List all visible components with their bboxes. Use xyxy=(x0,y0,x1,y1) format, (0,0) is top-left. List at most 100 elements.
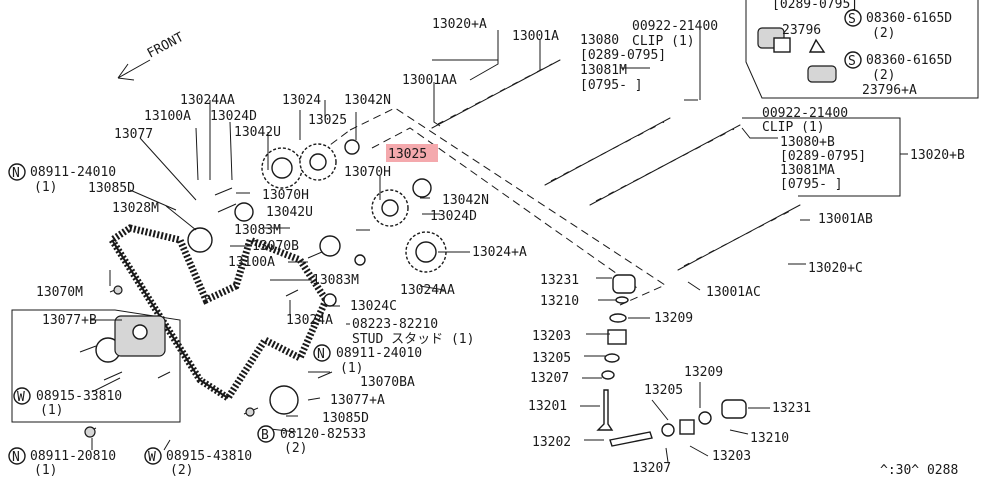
label-13210-b: 13210 xyxy=(750,431,789,446)
label-13207-b: 13207 xyxy=(632,461,671,476)
label-08911-c-qty: (1) xyxy=(34,463,57,478)
label-13042U-mid: 13042U xyxy=(266,205,313,220)
b-symbol-icon: B xyxy=(257,425,275,443)
n-symbol-a: N xyxy=(12,166,20,181)
label-13024: 13024 xyxy=(282,93,321,108)
label-13001AC: 13001AC xyxy=(706,285,761,300)
label-08911-a: 08911-24010 xyxy=(30,165,116,180)
label-13020A: 13020+A xyxy=(432,17,487,32)
label-23796: 23796 xyxy=(782,23,821,38)
label-13210-a: 13210 xyxy=(540,294,579,309)
label-13024A-low: 13024A xyxy=(286,313,333,328)
label-08223: 08223-82210 xyxy=(352,317,438,332)
label-13024D-mid: 13024D xyxy=(430,209,477,224)
label-13080-range: [0289-0795] xyxy=(580,48,666,63)
label-13207-a: 13207 xyxy=(530,371,569,386)
camshaft-intake-left xyxy=(431,59,561,129)
label-13024A-mid: 13024+A xyxy=(472,245,527,260)
label-13080B: 13080+B xyxy=(780,135,835,150)
label-range-top: [0289-0795] xyxy=(772,0,858,12)
bolt-icons xyxy=(79,187,333,438)
s-symbol-b: S xyxy=(848,54,856,69)
label-13085D-top: 13085D xyxy=(88,181,135,196)
n-symbol-icon: N xyxy=(313,344,331,362)
n-symbol-b: N xyxy=(317,347,325,362)
label-13001AB: 13001AB xyxy=(818,212,873,227)
label-13070BA: 13070BA xyxy=(360,375,415,390)
label-13024C: 13024C xyxy=(350,299,397,314)
b-symbol: B xyxy=(261,428,269,443)
highlight-13025 xyxy=(386,144,438,162)
cam-sprocket-upper xyxy=(261,139,360,189)
label-13203-a: 13203 xyxy=(532,329,571,344)
label-13070M: 13070M xyxy=(36,285,83,300)
label-08915-b-qty: (2) xyxy=(170,463,193,478)
w-symbol-icon: W xyxy=(144,447,162,465)
label-13081MA-range: [0795- ] xyxy=(780,177,843,192)
label-08911-a-qty: (1) xyxy=(34,180,57,195)
inset-box xyxy=(745,0,979,99)
n-symbol-icon: N xyxy=(8,163,26,181)
label-13083M-a: 13083M xyxy=(234,223,281,238)
label-clip-b: CLIP (1) xyxy=(762,120,825,135)
label-08911-c: 08911-20810 xyxy=(30,449,116,464)
cam-sprocket-middle xyxy=(371,178,432,227)
label-08360-b-qty: (2) xyxy=(872,68,895,83)
label-13231-b: 13231 xyxy=(772,401,811,416)
label-13100A-mid: 13100A xyxy=(228,255,275,270)
label-13081M-range: [0795- ] xyxy=(580,78,643,93)
label-13001AA: 13001AA xyxy=(402,73,457,88)
label-00922-a: 00922-21400 xyxy=(632,19,718,34)
label-13025-left: 13025 xyxy=(308,113,347,128)
label-08120: 08120-82533 xyxy=(280,427,366,442)
label-13070H-b: 13070H xyxy=(344,165,391,180)
label-13028M: 13028M xyxy=(112,201,159,216)
label-08360-a: 08360-6165D xyxy=(866,11,952,26)
label-13083M-b: 13083M xyxy=(312,273,359,288)
leader-lines xyxy=(90,30,908,463)
s-symbol-a: S xyxy=(848,12,856,27)
label-13020C: 13020+C xyxy=(808,261,863,276)
label-08915-b: 08915-43810 xyxy=(166,449,252,464)
label-08911-b: 08911-24010 xyxy=(336,346,422,361)
camshaft-exhaust-left xyxy=(544,117,671,186)
label-13025-highlighted: 13025 xyxy=(388,147,427,162)
label-13100A-top: 13100A xyxy=(144,109,191,124)
label-13077B: 13077+B xyxy=(42,313,97,328)
tensioner-pulleys xyxy=(95,202,366,415)
label-08915-a-qty: (1) xyxy=(40,403,63,418)
label-13042U-top: 13042U xyxy=(234,125,281,140)
label-08360-b: 08360-6165D xyxy=(866,53,952,68)
label-08120-qty: (2) xyxy=(284,441,307,456)
w-symbol-b: W xyxy=(148,450,156,465)
label-08360-a-qty: (2) xyxy=(872,26,895,41)
label-13077A: 13077+A xyxy=(330,393,385,408)
lower-left-box xyxy=(11,309,181,423)
label-13202: 13202 xyxy=(532,435,571,450)
label-08915-a: 08915-33810 xyxy=(36,389,122,404)
camshaft-exhaust-right xyxy=(677,204,801,271)
timing-belt xyxy=(107,224,330,403)
valve-train-column xyxy=(596,274,747,447)
label-stud: STUD スタッド (1) xyxy=(352,332,474,347)
label-08911-b-qty: (1) xyxy=(340,361,363,376)
s-symbol-icon: S xyxy=(844,9,862,27)
w-symbol-a: W xyxy=(17,390,25,405)
part-labels: 13020+A 13001A 13001AA 13080 [0289-0795]… xyxy=(8,0,965,478)
label-13080B-range: [0289-0795] xyxy=(780,149,866,164)
s-symbol-icon: S xyxy=(844,51,862,69)
w-symbol-icon: W xyxy=(13,387,31,405)
footer-code: ^:30^ 0288 xyxy=(880,463,958,478)
label-13209-b: 13209 xyxy=(684,365,723,380)
n-symbol-icon: N xyxy=(8,447,26,465)
label-13001A: 13001A xyxy=(512,29,559,44)
label-13024D-top: 13024D xyxy=(210,109,257,124)
label-13024AA-top: 13024AA xyxy=(180,93,235,108)
label-13024AA-mid: 13024AA xyxy=(400,283,455,298)
label-13080: 13080 xyxy=(580,33,619,48)
label-13209-a: 13209 xyxy=(654,311,693,326)
label-13042N-top: 13042N xyxy=(344,93,391,108)
camshaft-intake-right xyxy=(589,124,741,206)
label-13042N-mid: 13042N xyxy=(442,193,489,208)
